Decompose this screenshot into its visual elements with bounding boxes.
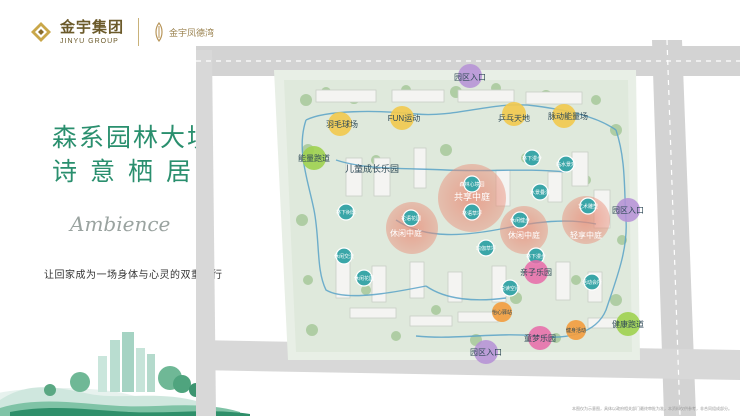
label-waterside: 临水景观 bbox=[556, 161, 576, 168]
brand-mark-icon bbox=[30, 21, 52, 43]
label-under-tree-shadow: 林下树影 bbox=[336, 209, 356, 216]
label-dream-park: 童梦乐园 bbox=[524, 333, 556, 343]
logo-divider bbox=[138, 18, 140, 46]
brand-name-en: JINYU GROUP bbox=[60, 37, 119, 45]
label-rest-path: 休闲交流 bbox=[334, 253, 354, 260]
project-name: 金宇凤德湾 bbox=[169, 27, 215, 38]
label-lawn-area: 悦读空间 bbox=[500, 285, 520, 292]
label-health-walk: 活动会所 bbox=[582, 279, 602, 286]
label-light-center: 轻享中庭 bbox=[570, 230, 602, 240]
label-garden-small: 健身活动 bbox=[566, 327, 586, 334]
label-tree-shade: 林下漫步 bbox=[526, 253, 546, 260]
label-under-tree-stroll: 林下漫步 bbox=[522, 155, 542, 162]
site-plan-map: 园区入口 羽毛球场 FUN运动 乒乓天地 脉动能量场 能量跑道 儿童成长乐园 森… bbox=[196, 40, 740, 416]
disclaimer: 本图仅为示意图，具体以政府相关部门最终审批为准，本资料仅供参考，非合同组成部分。 bbox=[572, 406, 732, 411]
label-entrance-top: 园区入口 bbox=[454, 73, 486, 82]
label-shared-center: 共享中庭 bbox=[454, 191, 490, 202]
label-kids-fun-area: 怡心驿站 bbox=[492, 309, 512, 316]
label-fun: FUN运动 bbox=[388, 113, 420, 123]
label-leisure-mid: 休闲中庭 bbox=[508, 230, 540, 240]
label-kids-park: 儿童成长乐园 bbox=[345, 163, 399, 174]
label-pingpong: 乒乓天地 bbox=[498, 113, 530, 123]
label-forest-heart: 森林心境园 bbox=[459, 181, 484, 188]
label-art-corner: 艺术雕塑 bbox=[578, 203, 598, 210]
tagline: 让回家成为一场身体与心灵的双重旅行 bbox=[44, 270, 223, 281]
headline-line1: 森系园林大境 bbox=[52, 123, 215, 152]
label-flower-garden: 花语花园 bbox=[401, 215, 421, 222]
label-energy-field: 脉动能量场 bbox=[548, 111, 588, 121]
label-leisure-path: 休闲健步 bbox=[510, 217, 530, 224]
label-entrance-bottom: 园区入口 bbox=[470, 348, 502, 357]
label-entrance-right: 园区入口 bbox=[612, 206, 644, 215]
brand-logo: 金宇集团 JINYU GROUP 金宇凤德湾 bbox=[30, 18, 214, 46]
label-health-path: 健康跑道 bbox=[612, 319, 644, 329]
label-forest-lawn: 林语草坪 bbox=[462, 210, 482, 217]
label-badminton: 羽毛球场 bbox=[326, 119, 358, 129]
landscape-illustration bbox=[0, 320, 260, 416]
label-leisure-area: 休闲花园 bbox=[354, 275, 374, 282]
project-logo: 金宇凤德湾 bbox=[153, 22, 214, 42]
brand-name: 金宇集团 bbox=[60, 18, 125, 36]
label-kids-fun: 亲子乐园 bbox=[520, 267, 552, 277]
label-energy-path: 能量跑道 bbox=[298, 153, 330, 163]
headline-line2: 诗意栖居 bbox=[52, 157, 205, 186]
script-signature: Ambience bbox=[70, 212, 171, 236]
site-plan-svg: 园区入口 羽毛球场 FUN运动 乒乓天地 脉动能量场 能量跑道 儿童成长乐园 森… bbox=[196, 40, 740, 416]
label-leisure-left: 休闲中庭 bbox=[390, 228, 422, 238]
project-mark-icon bbox=[155, 22, 163, 42]
label-yoga: 瑜伽草坪 bbox=[476, 245, 496, 252]
label-silent-water: 水景叠瀑 bbox=[530, 189, 550, 196]
